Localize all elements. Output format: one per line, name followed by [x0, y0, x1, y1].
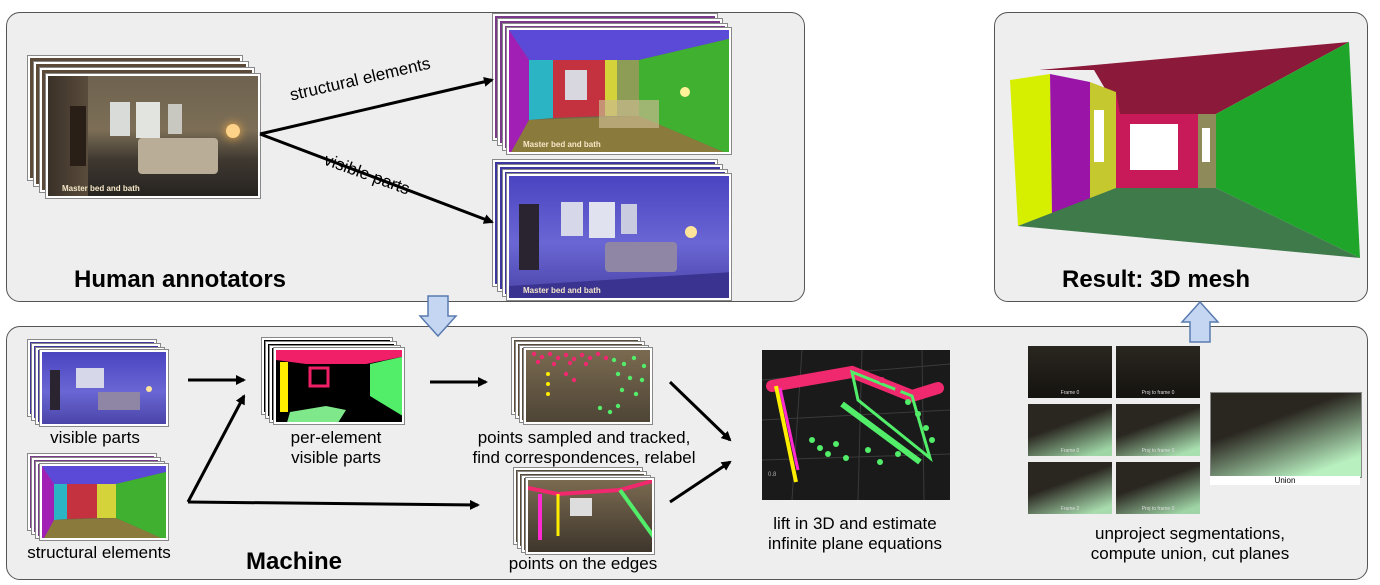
caption-sampled-2: find correspondences, relabel [472, 448, 696, 467]
edge-points-stack [514, 468, 656, 558]
structural-elements-stack: Master bed and bath [493, 14, 731, 154]
sampled-points-stack [512, 338, 652, 428]
caption-per-element-1: per-element [290, 428, 382, 447]
frame-thumb: Frame 2 [1028, 462, 1112, 514]
caption-input-structural: structural elements [27, 543, 171, 562]
caption-per-element-2: visible parts [291, 448, 381, 467]
frame-thumb: Frame 0 [1028, 346, 1112, 398]
frame-thumb: Proj to frame 0 [1116, 462, 1200, 514]
mesh-3d-image [1010, 42, 1360, 258]
human-annotators-title: Human annotators [74, 266, 287, 293]
machine-input-visible-stack [28, 340, 168, 430]
caption-edges: points on the edges [508, 554, 658, 573]
projection-frames-grid: Frame 0 Proj to frame 0 Frame 0 Proj to … [1028, 346, 1204, 516]
union-image [1210, 392, 1362, 478]
per-element-image [274, 348, 404, 424]
per-element-stack [262, 338, 404, 428]
photo-watermark: Master bed and bath [62, 184, 140, 193]
caption-lift-2: infinite plane equations [768, 534, 942, 553]
machine-structural-image [40, 464, 168, 540]
machine-title: Machine [246, 548, 343, 575]
frame-thumb: Proj to frame 0 [1116, 404, 1200, 456]
frame-thumb: Proj to frame 0 [1116, 346, 1200, 398]
frame-thumb: Frame 0 [1028, 404, 1112, 456]
edge-points-image [526, 478, 654, 554]
caption-unproject-1: unproject segmentations, [1095, 524, 1285, 543]
union-label: Union [1210, 476, 1360, 485]
sampled-points-image [524, 348, 652, 424]
input-photo-stack: Master bed and bath [28, 56, 260, 198]
visible-parts-stack: Master bed and bath [493, 160, 731, 300]
plot-tick-label: 0.8 [768, 472, 777, 478]
flow-arrow-up [1180, 300, 1220, 343]
bedroom-photo: Master bed and bath [46, 74, 260, 198]
caption-input-visible: visible parts [50, 428, 140, 447]
machine-input-structural-stack [28, 454, 168, 544]
structural-segmentation-image: Master bed and bath [507, 28, 731, 154]
caption-sampled-1: points sampled and tracked, [477, 428, 691, 447]
caption-unproject-2: compute union, cut planes [1090, 544, 1290, 563]
machine-visible-parts-image [40, 350, 168, 426]
result-title: Result: 3D mesh [1062, 266, 1251, 293]
flow-arrow-down [418, 295, 458, 338]
plane-plot: 0.8 [762, 350, 950, 500]
visible-parts-image: Master bed and bath [507, 174, 731, 300]
caption-lift-1: lift in 3D and estimate [773, 514, 937, 533]
